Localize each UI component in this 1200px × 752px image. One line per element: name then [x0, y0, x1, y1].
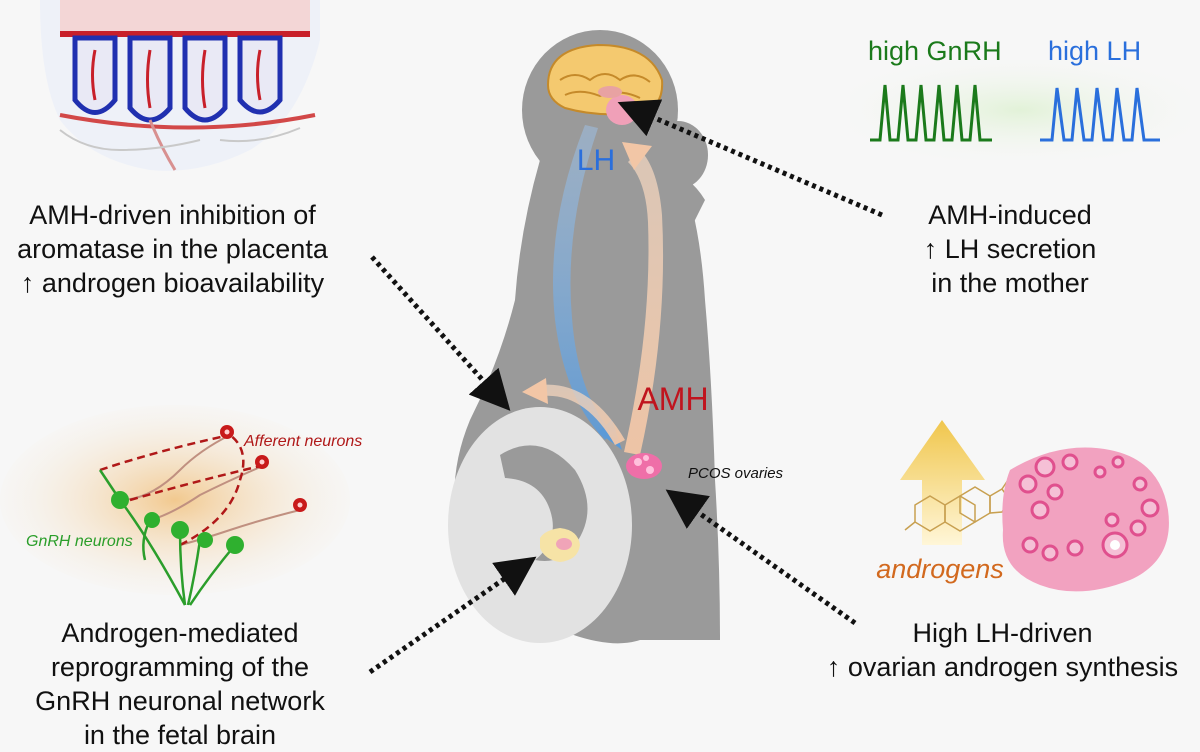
arrow-placenta-to-fetus: [370, 255, 511, 411]
high-lh-label: high LH: [1048, 36, 1141, 66]
androgen-ovary-illustration: [900, 420, 1169, 592]
arrow-ovarian-synthesis: [665, 489, 857, 626]
lh-arrow-label: LH: [577, 144, 615, 177]
caption-placenta: AMH-driven inhibition of aromatase in th…: [0, 198, 345, 300]
caption-mother: AMH-induced ↑ LH secretion in the mother: [890, 198, 1130, 300]
caption-line: GnRH neuronal network: [35, 686, 325, 716]
caption-line: ↑ ovarian androgen synthesis: [826, 652, 1179, 682]
amh-hormone-arrow: [522, 142, 664, 455]
caption-ovarian: High LH-driven ↑ ovarian androgen synthe…: [805, 616, 1200, 684]
caption-line: Androgen-mediated: [61, 618, 299, 648]
gnrh-neurons-label: GnRH neurons: [26, 533, 133, 550]
caption-line: aromatase in the placenta: [17, 234, 328, 264]
amh-arrow-label: AMH: [637, 381, 708, 417]
high-gnrh-label: high GnRH: [868, 36, 1002, 66]
caption-line: reprogramming of the: [50, 652, 310, 682]
caption-line: ↑ androgen bioavailability: [20, 268, 325, 298]
pregnant-silhouette: [448, 30, 720, 644]
caption-line: AMH-induced: [928, 200, 1092, 230]
caption-line: in the fetal brain: [83, 720, 277, 750]
caption-line: High LH-driven: [912, 618, 1093, 648]
androgens-label: androgens: [876, 554, 1004, 584]
pcos-ovaries-label: PCOS ovaries: [688, 465, 784, 482]
neuron-network: [0, 405, 350, 606]
gnrh-pulse-trace: [870, 84, 992, 142]
lh-pulse-trace: [1040, 87, 1160, 142]
fetal-brain-icon: [540, 528, 580, 562]
caption-line: ↑ LH secretion: [923, 234, 1097, 264]
placenta-illustration: [40, 0, 320, 171]
caption-line: AMH-driven inhibition of: [29, 200, 316, 230]
caption-line: in the mother: [931, 268, 1089, 298]
pulse-panel: [850, 60, 1190, 160]
caption-fetal: Androgen-mediated reprogramming of the G…: [10, 616, 350, 752]
pcos-ovaries-icon: [626, 453, 662, 479]
arrow-fetal-brain: [368, 556, 537, 675]
afferent-neurons-label: Afferent neurons: [243, 433, 362, 450]
